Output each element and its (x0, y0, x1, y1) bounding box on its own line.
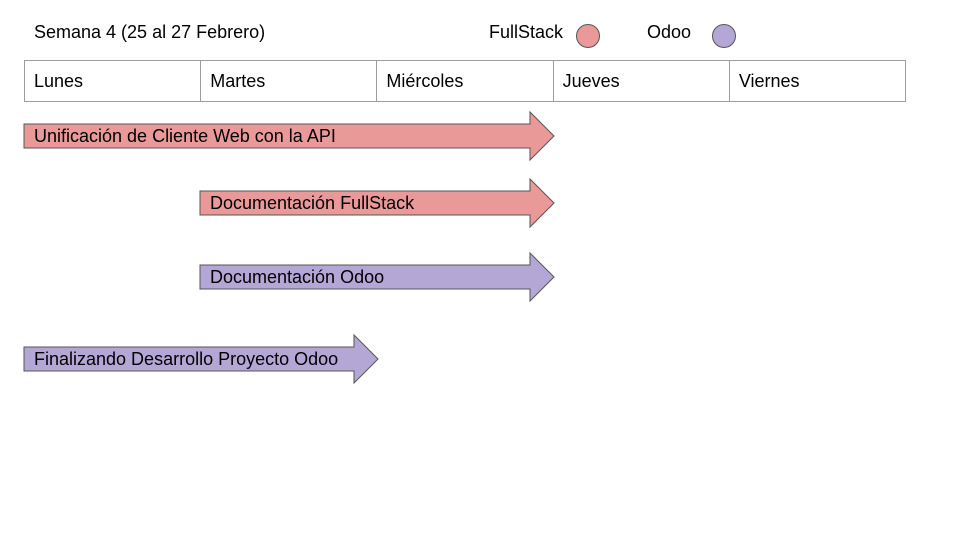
day-header-miercoles: Miércoles (377, 61, 554, 101)
task-arrow-shape (23, 333, 379, 385)
task-label: Unificación de Cliente Web con la API (34, 126, 336, 146)
legend-label-fullstack: FullStack (489, 22, 564, 42)
day-header-jueves: Jueves (554, 61, 730, 101)
day-header-lunes: Lunes (25, 61, 202, 101)
legend-swatch-odoo (712, 24, 736, 48)
task-arrow-shape (23, 110, 555, 162)
task-label: Documentación FullStack (210, 193, 415, 213)
page-title: Semana 4 (25 al 27 Febrero) (34, 22, 266, 42)
weekday-header-row: Lunes Martes Miércoles Jueves Viernes (24, 60, 906, 102)
day-header-viernes: Viernes (738, 71, 800, 91)
legend-swatch-fullstack (576, 24, 600, 48)
legend-label-odoo: Odoo (647, 22, 692, 42)
task-arrow-shape (199, 177, 555, 229)
task-label: Finalizando Desarrollo Proyecto Odoo (34, 349, 339, 369)
day-header-martes: Martes (201, 61, 378, 101)
task-arrow-shape (199, 251, 555, 303)
task-label: Documentación Odoo (210, 267, 385, 287)
